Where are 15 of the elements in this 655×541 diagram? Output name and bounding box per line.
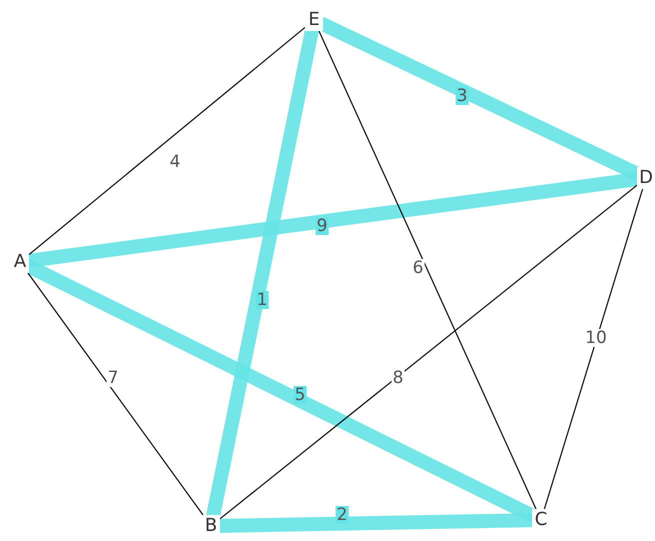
edge-label: 10 bbox=[584, 329, 608, 347]
edge-label: 5 bbox=[294, 386, 306, 404]
vertex-label: D bbox=[637, 167, 655, 189]
edge-label: 2 bbox=[336, 506, 348, 524]
edge-label: 9 bbox=[316, 217, 328, 235]
vertex-label: A bbox=[11, 251, 29, 273]
edge-label: 7 bbox=[106, 369, 120, 387]
edge-line bbox=[318, 30, 537, 510]
edge-label: 3 bbox=[456, 87, 468, 105]
edge-label: 1 bbox=[256, 291, 268, 309]
edge-line bbox=[220, 184, 638, 520]
edge-line bbox=[27, 272, 204, 516]
edge-line bbox=[544, 188, 644, 510]
edge-line bbox=[28, 26, 306, 256]
vertex-label: E bbox=[305, 9, 323, 31]
